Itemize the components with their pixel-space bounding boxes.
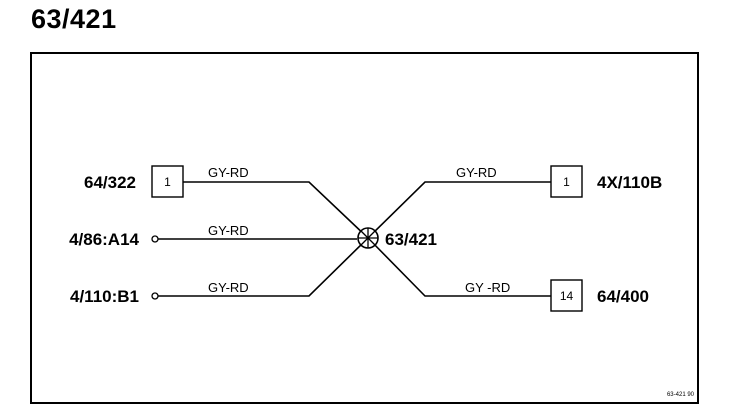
- wire-gy-rd: [367, 181, 551, 239]
- terminal-circle-icon: [151, 235, 159, 243]
- pin-label: 1: [164, 175, 171, 189]
- wire-color-label: GY-RD: [208, 165, 249, 180]
- reference-code: 63-421 90: [667, 392, 695, 398]
- pin-box: [550, 279, 583, 312]
- wire-gy-rd: [183, 181, 369, 239]
- connector-label-64-400: 64/400: [597, 287, 649, 306]
- wire-gy-rd: [158, 237, 369, 297]
- diagram-frame: [30, 52, 699, 404]
- wire-color-label: GY -RD: [465, 280, 510, 295]
- splice-label: 63/421: [385, 230, 437, 249]
- connector-label-64-322: 64/322: [84, 173, 136, 192]
- wire-color-label: GY-RD: [456, 165, 497, 180]
- connector-label-4-86-a14: 4/86:A14: [69, 230, 139, 249]
- terminal-circle-icon: [151, 292, 159, 300]
- pin-label: 14: [560, 289, 574, 303]
- page-title: 63/421: [31, 4, 117, 34]
- pin-box: [151, 165, 184, 198]
- pin-box: [550, 165, 583, 198]
- wire-color-label: GY-RD: [208, 280, 249, 295]
- wire-color-label: GY-RD: [208, 223, 249, 238]
- connector-label-4x-110b: 4X/110B: [597, 173, 662, 192]
- splice-icon: [357, 227, 379, 249]
- pin-label: 1: [563, 175, 570, 189]
- wire-gy-rd: [367, 237, 551, 297]
- connector-label-4-110-b1: 4/110:B1: [70, 287, 139, 306]
